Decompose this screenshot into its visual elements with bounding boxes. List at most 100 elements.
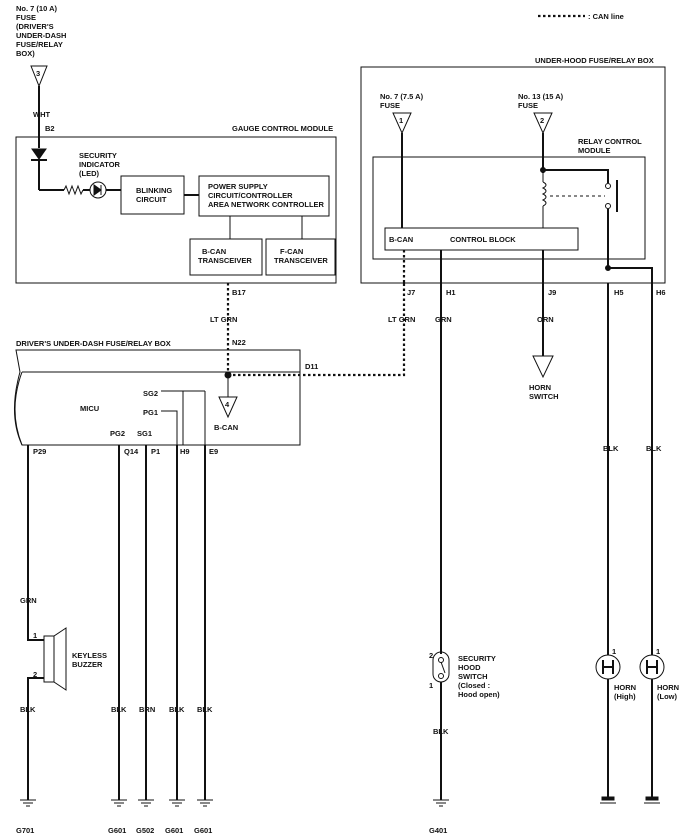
ground-icon-g401 [433,799,449,807]
control-block-label: CONTROL BLOCK [450,235,516,244]
buzzer-label-1: KEYLESS [72,651,107,660]
pin-q14: Q14 [124,447,139,456]
buzzer-wire-in [27,630,44,641]
wire-color-blk-hood: BLK [433,727,449,736]
fuse-a-line5: FUSE/RELAY [16,40,63,49]
fuse-triangle-3 [30,65,48,88]
fuse-a-line2: FUSE [16,13,36,22]
led-label-2: INDICATOR [79,160,121,169]
fuse-triangle-2 [533,112,553,135]
ground-label-g701: G701 [16,826,34,835]
gauge-module-title: GAUGE CONTROL MODULE [232,124,333,133]
horn-low-pin1: 1 [656,647,660,656]
pin-h9: H9 [180,447,190,456]
wire-color-blk-e9: BLK [197,705,213,714]
control-bcan-label: B-CAN [389,235,413,244]
wire-color-orn: ORN [537,315,554,324]
pin-p29: P29 [33,447,46,456]
relay-module-label-2: MODULE [578,146,611,155]
fuse-triangle-1 [392,112,412,135]
fuse-7-label-1: No. 7 (7.5 A) [380,92,424,101]
pin-pg2-label: PG2 [110,429,125,438]
fuse-triangle-3-label: 3 [36,69,40,78]
power-label-3: AREA NETWORK CONTROLLER [208,200,325,209]
bcan-triangle-4 [218,396,238,419]
ground-icon-g601-a [111,799,127,807]
fuse-triangle-2-label: 2 [540,116,544,125]
hood-box-outline [360,66,666,284]
fuse-13-label-2: FUSE [518,101,538,110]
horn-high-icon [595,654,621,680]
pin-d11: D11 [305,362,318,371]
dash-box-break [14,371,23,446]
bcan-triangle-4-label: 4 [225,400,230,409]
hood-switch-icon [432,651,450,683]
buzzer-pin-2: 2 [33,670,37,679]
b-can-transceiver-box [189,238,263,276]
pin-n22: N22 [232,338,246,347]
hood-switch-label-3: SWITCH [458,672,488,681]
wire-color-blk-h5: BLK [603,444,619,453]
buzzer-wire-out [27,677,44,800]
ground-label-g401: G401 [429,826,447,835]
dash-box-title: DRIVER'S UNDER-DASH FUSE/RELAY BOX [16,339,171,348]
horn-high-label-2: (High) [614,692,636,701]
horn-high-pin1: 1 [612,647,616,656]
legend-label: : CAN line [588,12,624,21]
wire-color-wht: WHT [33,110,50,119]
fuse-a-line1: No. 7 (10 A) [16,4,57,13]
relay-control-module-box [372,156,646,260]
hood-switch-label-1: SECURITY [458,654,496,663]
hood-switch-label-4: (Closed : [458,681,490,690]
pin-sg1-label: SG1 [137,429,152,438]
ground-icon-g502 [138,799,154,807]
horn-low-label-1: HORN [657,683,679,692]
relay-contact-wire [543,169,609,183]
bcan-label-2: TRANSCEIVER [198,256,252,265]
control-block-box [384,227,579,251]
pin-b17: B17 [232,288,246,297]
wire-color-blk-buzzer: BLK [20,705,36,714]
fuse-7-label-2: FUSE [380,101,400,110]
fuse-triangle-1-label: 1 [399,116,403,125]
resistor-icon [63,184,84,196]
pin-h1: H1 [446,288,456,297]
pg1-internal [161,410,178,445]
pin-pg1-label: PG1 [143,408,158,417]
pin-h5: H5 [614,288,624,297]
wire-color-blk-h9: BLK [169,705,185,714]
hood-box-title: UNDER-HOOD FUSE/RELAY BOX [535,56,654,65]
micu-label: MICU [80,404,99,413]
buzzer-icon [53,627,67,691]
blinking-label-1: BLINKING [136,186,172,195]
ground-icon-horn-low [644,796,660,804]
wire-color-ltgrn-1: LT GRN [210,315,237,324]
pin-j9: J9 [548,288,556,297]
led-label-3: (LED) [79,169,99,178]
pin-e9: E9 [209,447,218,456]
relay-coil-icon [541,173,547,228]
pin-sg2-label: SG2 [143,389,158,398]
bcan-label-1: B-CAN [202,247,226,256]
f-can-transceiver-box [265,238,336,276]
horn-switch-label-2: SWITCH [529,392,559,401]
fuse-a-line6: BOX) [16,49,35,58]
fcan-label-1: F-CAN [280,247,303,256]
power-label-2: CIRCUIT/CONTROLLER [208,191,293,200]
bcan-node-label: B-CAN [214,423,238,432]
relay-switch-icon [605,180,618,268]
horn-low-label-2: (Low) [657,692,677,701]
gauge-control-module-box [15,136,337,284]
ground-label-g502: G502 [136,826,154,835]
relay-module-label-1: RELAY CONTROL [578,137,642,146]
pin-p1: P1 [151,447,160,456]
sg2-internal [161,390,184,445]
blinking-label-2: CIRCUIT [136,195,167,204]
ground-label-g601-b: G601 [165,826,183,835]
hood-switch-label-5: Hood open) [458,690,500,699]
wire-color-blk-h6: BLK [646,444,662,453]
hood-switch-pin-1: 1 [429,681,433,690]
ground-label-g601-a: G601 [108,826,126,835]
can-wire-d11-j7 [228,283,406,377]
